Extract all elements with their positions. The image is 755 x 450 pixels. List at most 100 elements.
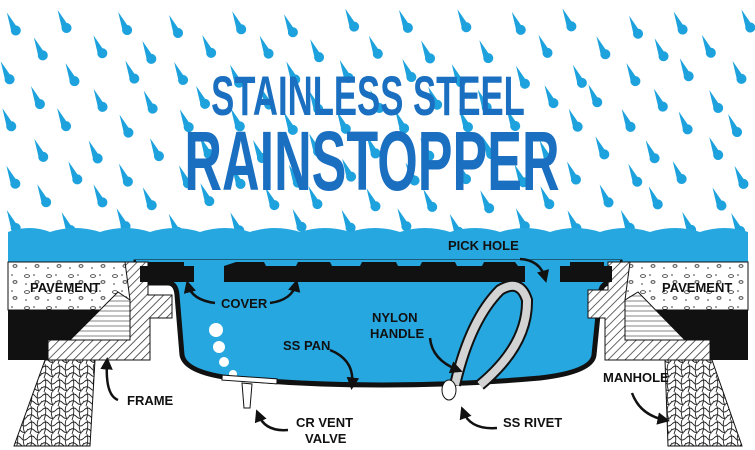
rain-drop-icon [459, 109, 473, 133]
rain-drop-icon [629, 15, 644, 39]
callout-arrows [100, 257, 670, 432]
rain-drop-icon [420, 137, 435, 161]
rain-drop-icon [286, 61, 301, 85]
rain-drop-icon [309, 90, 324, 114]
rain-drop-icon [397, 208, 412, 232]
rain-drop-icon [628, 163, 643, 187]
rain-drop-icon [451, 64, 466, 88]
rain-drop-icon [57, 9, 72, 33]
label-cover: COVER [221, 296, 268, 311]
rain-drop-icon [595, 136, 610, 160]
rain-drop-icon [179, 165, 193, 189]
rain-drop-icon [370, 89, 385, 113]
rain-drop-icon [405, 162, 420, 186]
rain-drops [0, 8, 755, 237]
rain-drop-icon [402, 59, 417, 83]
rain-drop-icon [88, 140, 103, 164]
label-nylon-handle-1: NYLON [372, 310, 418, 325]
rain-drop-icon [310, 39, 325, 63]
manhole-wall-left [13, 359, 96, 447]
rain-drop-icon [292, 208, 307, 232]
rain-drop-icon [480, 190, 495, 214]
rain-drop-icon [169, 15, 183, 39]
rain-drop-icon [645, 140, 660, 164]
rain-drop-icon [199, 135, 214, 159]
rain-drop-icon [728, 114, 743, 138]
rain-drop-icon [477, 89, 492, 113]
label-manhole: MANHOLE [603, 370, 669, 385]
label-nylon-handle-2: HANDLE [370, 326, 424, 341]
rain-drop-icon [142, 40, 157, 64]
rain-drop-icon [0, 61, 15, 85]
rain-drop-icon [428, 86, 443, 110]
rain-drop-icon [125, 60, 140, 84]
rain-drop-icon [196, 85, 210, 109]
rain-drop-icon [31, 86, 45, 110]
rain-drop-icon [33, 37, 48, 61]
title-line-2: RAINSTOPPER [184, 114, 559, 208]
rain-drop-icon [514, 164, 529, 188]
rain-drop-icon [538, 34, 553, 58]
rain-drop-icon [6, 210, 21, 234]
rain-drop-icon [150, 138, 164, 162]
rain-drop-icon [6, 12, 21, 36]
rain-drop-icon [6, 165, 21, 189]
title-line-1: STAINLESS STEEL [211, 65, 525, 128]
manhole-wall-right [664, 359, 743, 447]
rain-drop-icon [93, 35, 108, 59]
rain-drop-icon [116, 208, 131, 232]
label-ss-rivet: SS RIVET [503, 415, 562, 430]
nylon-handle [449, 279, 534, 390]
rain-drop-icon [232, 11, 247, 35]
rain-drop-icon [457, 9, 472, 33]
rain-drop-icon [732, 60, 747, 84]
label-ss-pan: SS PAN [283, 338, 330, 353]
rain-drop-icon [253, 140, 267, 164]
rain-drop-icon [309, 133, 324, 157]
rain-drop-icon [342, 158, 357, 182]
rain-drop-icon [540, 186, 555, 210]
rain-drop-icon [621, 108, 636, 132]
rain-drop-icon [341, 209, 356, 233]
rain-drop-icon [93, 184, 108, 208]
rain-drop-icon [588, 84, 603, 108]
rain-drop-icon [230, 64, 245, 88]
rain-drop-icon [567, 161, 581, 185]
rain-drop-icon [672, 160, 687, 184]
label-cr-vent-valve-2: VALVE [305, 431, 347, 446]
rain-drop-icon [68, 161, 83, 185]
rain-drop-icon [596, 36, 611, 60]
rain-drop-icon [366, 188, 381, 212]
label-pavement-left: PAVEMENT [30, 280, 100, 295]
rain-drop-icon [202, 34, 217, 58]
rain-drop-icon [421, 40, 436, 64]
label-pavement-right: PAVEMENT [662, 280, 732, 295]
rain-drop-icon [231, 165, 246, 189]
rain-drop-icon [93, 88, 108, 112]
rain-drop-icon [259, 35, 274, 59]
rain-drop-icon [741, 9, 755, 33]
rain-drop-icon [654, 38, 669, 62]
rain-drop-icon [544, 85, 559, 109]
rain-drop-icon [339, 59, 354, 83]
rain-drop-icon [516, 65, 530, 89]
label-frame: FRAME [127, 393, 174, 408]
rain-drop-icon [568, 108, 583, 132]
cover [140, 262, 612, 282]
rain-drop-icon [395, 110, 410, 134]
rain-drop-icon [283, 14, 298, 38]
rain-drop-icon [34, 138, 49, 162]
rain-drop-icon [709, 89, 724, 113]
rain-drop-icon [200, 183, 215, 207]
rain-drop-icon [336, 110, 351, 134]
rain-drop-icon [368, 35, 383, 59]
rain-drop-icon [567, 210, 582, 234]
water-surface [8, 228, 748, 262]
rain-drop-icon [506, 108, 521, 132]
rain-drop-icon [230, 108, 245, 132]
rain-drop-icon [482, 136, 497, 160]
rain-drop-icon [260, 86, 275, 110]
rain-drop-icon [457, 161, 472, 185]
